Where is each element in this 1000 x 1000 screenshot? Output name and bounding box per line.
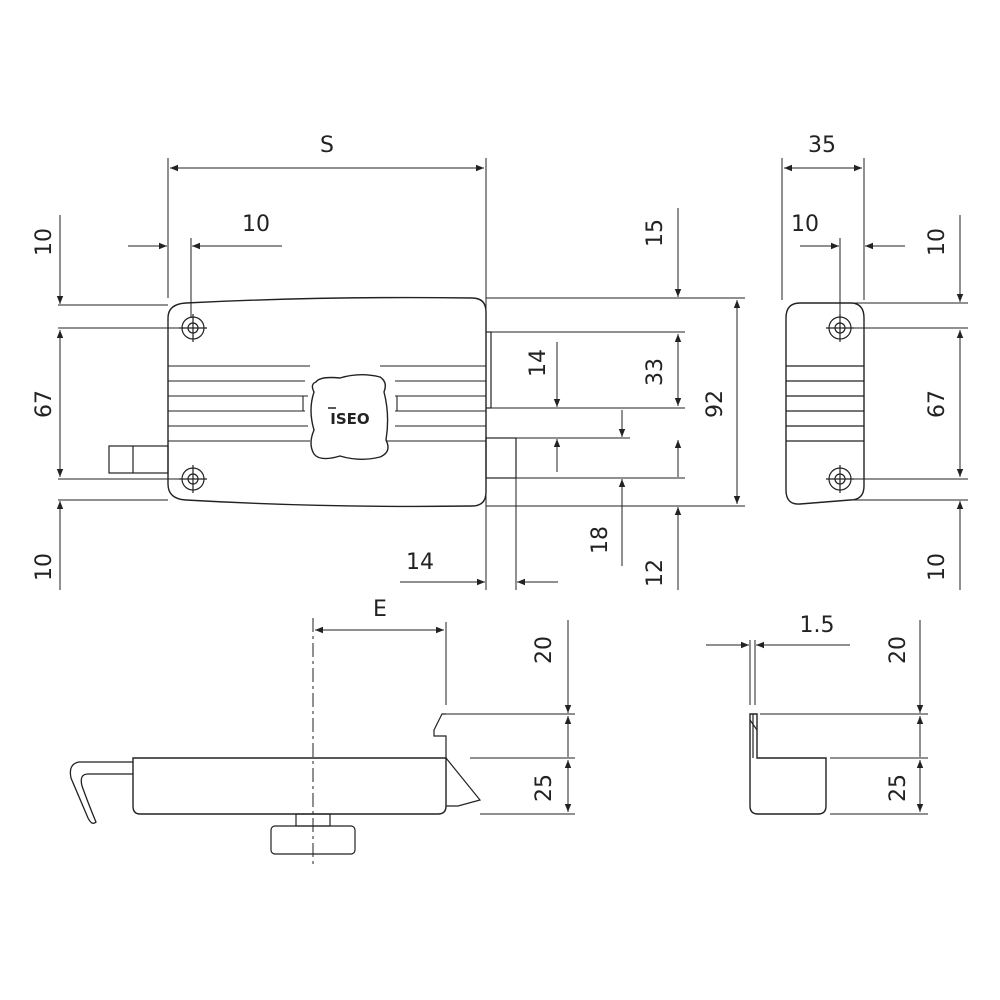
- dim-side-screw-offset: 10: [791, 212, 819, 237]
- screw-hole-bottom-left: [179, 465, 207, 493]
- dim-bracket-height: 20: [532, 636, 557, 664]
- dim-case-height: 25: [532, 774, 557, 802]
- bottom-view: [69, 618, 482, 868]
- front-view: [108, 296, 517, 508]
- dim-S: S: [320, 133, 334, 158]
- dim-top-margin-left: 10: [32, 228, 57, 256]
- lock-body: [167, 296, 487, 508]
- dim-depth: 35: [808, 133, 836, 158]
- side-body: [785, 302, 865, 505]
- side-view: [785, 302, 865, 505]
- side-bottom-view: [749, 713, 827, 815]
- hook: [69, 761, 133, 824]
- side-bottom-case: [749, 713, 827, 815]
- screw-hole-top-side: [826, 314, 854, 342]
- dimension-lines: [56, 158, 968, 815]
- bottom-case: [132, 757, 447, 815]
- dim-side-case-height: 25: [886, 774, 911, 802]
- bracket: [433, 713, 447, 758]
- logo-badge: [310, 374, 389, 460]
- dim-bottom-offset-right: 12: [643, 559, 668, 587]
- dimension-labels: S 10 10 67 10 15 33 92 14 18 12 14 35 10…: [32, 133, 950, 802]
- dim-E: E: [373, 597, 387, 622]
- dim-bottom-margin-left: 10: [32, 553, 57, 581]
- dim-screw-offset-left: 10: [242, 212, 270, 237]
- dim-bolt-protrusion: 14: [406, 550, 434, 575]
- tail-piece: [108, 445, 169, 474]
- dim-side-bracket-height: 20: [886, 636, 911, 664]
- dim-plate-thickness: 1.5: [800, 613, 835, 638]
- body-ribs: [168, 365, 486, 442]
- dim-side-bottom-margin: 10: [925, 553, 950, 581]
- dim-side-screw-spacing: 67: [925, 390, 950, 418]
- dim-bolt-height: 18: [588, 526, 613, 554]
- screw-hole-bottom-side: [826, 465, 854, 493]
- dim-top-offset-right: 15: [643, 219, 668, 247]
- dim-side-top-margin: 10: [925, 228, 950, 256]
- dim-inner-height: 33: [643, 358, 668, 386]
- deadbolt: [485, 437, 517, 479]
- dim-latch-height: 14: [526, 349, 551, 377]
- screw-hole-top-left: [179, 314, 207, 342]
- side-ribs: [786, 365, 864, 442]
- dim-screw-spacing-left: 67: [32, 390, 57, 418]
- logo-text: ISEO: [330, 410, 369, 428]
- dim-total-height: 92: [703, 390, 728, 418]
